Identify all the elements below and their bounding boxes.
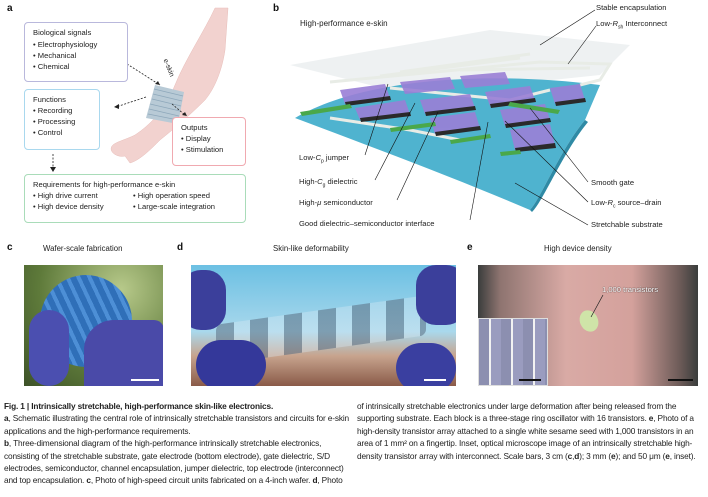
label-dielectric: High-Cg dielectric — [299, 177, 358, 189]
label-smooth-gate: Smooth gate — [591, 178, 635, 187]
e-skin-3d-diagram — [290, 9, 630, 226]
list-item: Display — [181, 133, 237, 144]
functions-box: Functions RecordingProcessingControl — [24, 89, 100, 150]
label-interconnect: Low-Rsh Interconnect — [596, 19, 668, 31]
panel-d-title: Skin-like deformability — [273, 244, 349, 253]
inset-scale-bar — [519, 379, 541, 381]
label-interface: Good dielectric–semiconductor interface — [299, 219, 435, 228]
label-semiconductor: High-μ semiconductor — [299, 198, 373, 207]
list-item: Mechanical — [33, 50, 119, 61]
panel-e-title: High device density — [544, 244, 612, 253]
list-item: • High operation speed — [133, 191, 210, 200]
glove — [191, 270, 226, 330]
box-title: Outputs — [181, 123, 208, 132]
label-stretchable-substrate: Stretchable substrate — [591, 220, 663, 229]
caption-title: Fig. 1 | Intrinsically stretchable, high… — [4, 401, 274, 411]
list-item: • High device density — [33, 202, 104, 211]
box-title: Functions — [33, 95, 66, 104]
label-source-drain: Low-Rc source–drain — [591, 198, 662, 210]
list-item: • Large-scale integration — [133, 202, 216, 211]
figure-caption-left: Fig. 1 | Intrinsically stretchable, high… — [4, 401, 696, 486]
list-item: Stimulation — [181, 144, 237, 155]
microscope-inset — [478, 318, 548, 386]
glove-left — [29, 310, 69, 386]
label-stable-encapsulation: Stable encapsulation — [596, 3, 667, 12]
list-item: Processing — [33, 116, 91, 127]
box-title: Requirements for high-performance e-skin — [33, 180, 176, 189]
list-item: Chemical — [33, 61, 119, 72]
panel-c-label: c — [7, 242, 13, 253]
arm-illustration — [50, 7, 229, 172]
list-item: Control — [33, 127, 91, 138]
leader-lines — [364, 9, 597, 226]
list-item: • High drive current — [33, 191, 98, 200]
glove — [196, 340, 266, 386]
outputs-box: Outputs DisplayStimulation — [172, 117, 246, 166]
glove — [416, 265, 456, 325]
list-item: Recording — [33, 105, 91, 116]
panel-c-title: Wafer-scale fabrication — [43, 244, 123, 253]
wafer-photo — [24, 265, 163, 386]
diagram-title: High-performance e-skin — [300, 19, 388, 28]
glove-right — [84, 320, 163, 386]
fingertip-photo: 1,000 transistors — [478, 265, 698, 386]
biological-signals-box: Biological signals ElectrophysiologyMech… — [24, 22, 128, 82]
scale-bar — [131, 379, 159, 381]
transistors — [300, 72, 586, 156]
scale-bar — [424, 379, 446, 381]
panel-b-label: b — [273, 3, 280, 14]
interconnect-lines — [329, 52, 613, 142]
requirements-box: Requirements for high-performance e-skin… — [24, 174, 246, 223]
box-title: Biological signals — [33, 28, 92, 37]
panel-e-label: e — [467, 242, 473, 253]
scale-bar — [668, 379, 693, 381]
list-item: Electrophysiology — [33, 39, 119, 50]
label-jumper: Low-Cp jumper — [299, 153, 350, 165]
glove — [396, 343, 456, 386]
deformability-photo — [191, 265, 456, 386]
panel-a-label: a — [7, 3, 13, 14]
panel-d-label: d — [177, 242, 184, 253]
transistor-annotation: 1,000 transistors — [602, 285, 659, 294]
